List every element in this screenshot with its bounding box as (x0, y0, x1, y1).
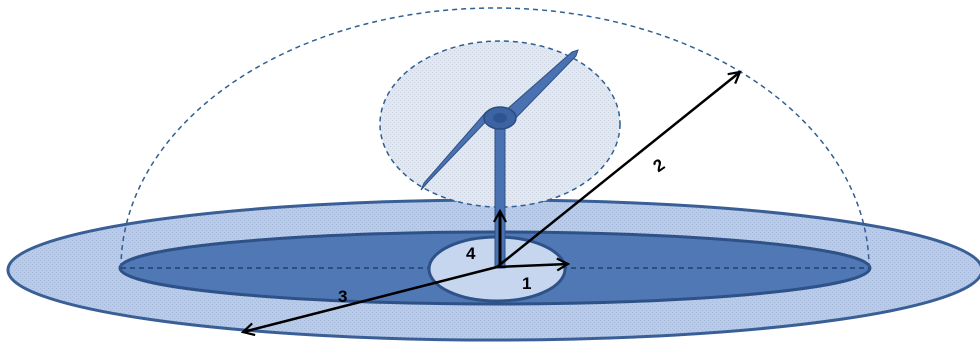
wind-turbine-icon (420, 49, 579, 269)
label-4: 4 (466, 244, 476, 263)
arrow-3 (243, 265, 498, 332)
label-3: 3 (338, 287, 347, 306)
turbine-hub-center (493, 113, 507, 123)
arrow-1 (496, 264, 568, 267)
label-1: 1 (522, 274, 531, 293)
label-2: 2 (650, 155, 669, 176)
arrow-2 (496, 72, 740, 268)
